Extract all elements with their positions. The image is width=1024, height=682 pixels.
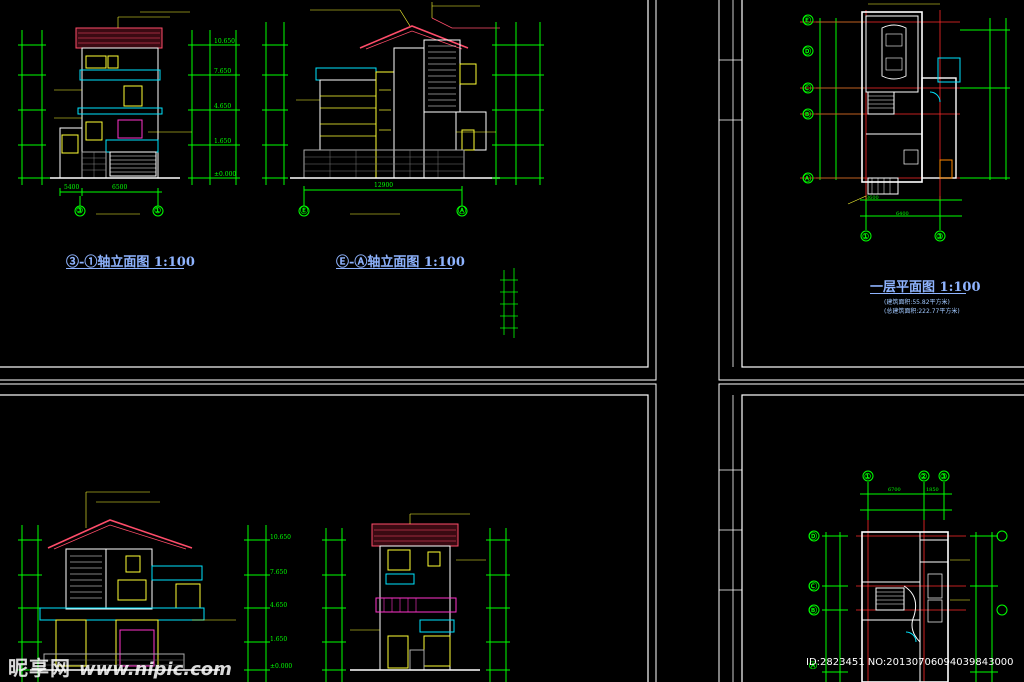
axis-label: ① (862, 231, 870, 241)
total-area-note: (总建筑面积:222.77平方米) (884, 308, 960, 315)
title-block-strips (719, 0, 742, 682)
axis-label: Ⓓ (803, 46, 811, 56)
dimension-label: 6700 (888, 487, 901, 493)
floor-plan-underline (870, 293, 966, 294)
axis-label: Ⓑ (803, 109, 811, 119)
level-label: 1.650 (270, 636, 288, 643)
axis-label: Ⓔ (300, 205, 308, 215)
elevation-1-title: ③-①轴立面图 1:100 (66, 255, 195, 270)
axis-label: Ⓒ (803, 83, 811, 93)
floor-plan-title: 一层平面图 1:100 (870, 280, 981, 295)
level-label: 10.650 (214, 38, 235, 45)
axis-label: ③ (936, 231, 944, 241)
elevation-3-drawing (18, 491, 270, 682)
dimension-label: 5400 (64, 184, 80, 191)
elevation-4-drawing (322, 513, 510, 682)
elevation-2-underline (336, 268, 452, 269)
axis-label: Ⓑ (809, 605, 817, 615)
axis-label: ① (864, 471, 872, 481)
axis-label: Ⓓ (809, 531, 817, 541)
level-label: 10.650 (270, 534, 291, 541)
axis-label: ① (154, 205, 162, 215)
dimension-label: 3600 (866, 195, 879, 201)
level-label: ±0.000 (270, 663, 293, 670)
dimension-label: 6500 (112, 184, 128, 191)
floor-plan-2-drawing (808, 470, 1008, 682)
watermark-brand-text: 昵享网 (8, 656, 71, 680)
axis-label: Ⓒ (809, 581, 817, 591)
axis-label: ③ (940, 471, 948, 481)
dimension-label: 12900 (374, 182, 394, 189)
axis-label: Ⓐ (458, 205, 466, 215)
watermark-site: www.nipic.com (78, 659, 232, 680)
floor-plan-1-drawing (800, 3, 1010, 242)
axis-label: ③ (76, 205, 84, 215)
level-label: ±0.000 (214, 171, 237, 178)
elevation-1-drawing (18, 11, 240, 217)
level-label: 4.650 (214, 103, 232, 110)
level-label: 4.650 (270, 602, 288, 609)
level-label: 7.650 (270, 569, 288, 576)
detail-section (500, 268, 518, 338)
level-label: 7.650 (214, 68, 232, 75)
level-label: 1.650 (214, 138, 232, 145)
axis-label: ② (920, 471, 928, 481)
elevation-2-title: Ⓔ-Ⓐ轴立面图 1:100 (336, 255, 465, 270)
watermark-id: ID:2823451 NO:20130706094039843000 (806, 657, 1014, 668)
elevation-2-drawing (262, 2, 544, 217)
watermark-brand: 昵享网 www.nipic.com (8, 652, 232, 681)
axis-label: Ⓐ (809, 660, 817, 670)
dimension-label: 6400 (896, 211, 909, 217)
axis-label: Ⓐ (803, 173, 811, 183)
axis-label: Ⓔ (803, 15, 811, 25)
dimension-label: 1850 (926, 487, 939, 493)
building-area-note: (建筑面积:55.82平方米) (884, 299, 950, 306)
elevation-1-underline (66, 268, 184, 269)
